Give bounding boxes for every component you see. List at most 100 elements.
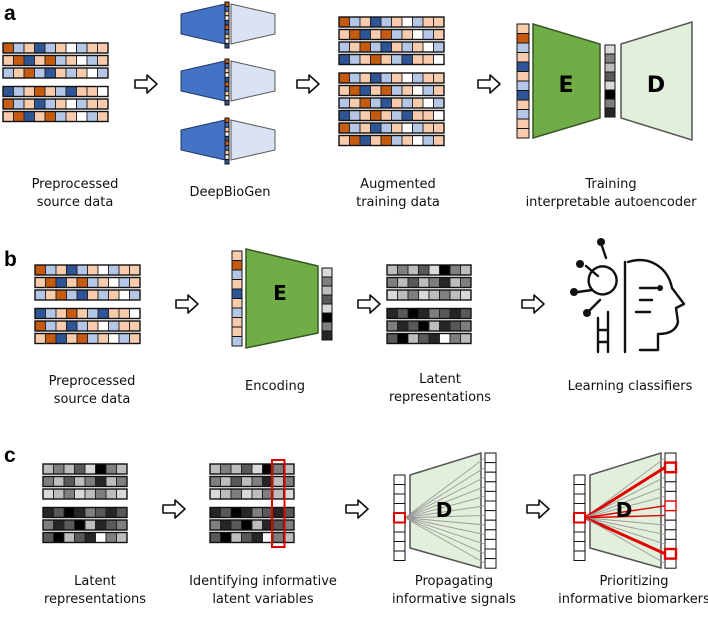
vector-cell	[321, 267, 333, 278]
vector-cell	[516, 80, 530, 91]
matrix-cell	[418, 308, 430, 319]
matrix-cell	[433, 41, 445, 53]
vector-cell	[224, 158, 230, 165]
matrix-cell	[386, 277, 398, 288]
vector-cell	[516, 52, 530, 63]
vector-cell	[604, 71, 616, 82]
vector-cell	[231, 336, 243, 347]
signal-line	[404, 514, 486, 519]
vector-cell	[224, 135, 230, 142]
matrix-cell	[380, 16, 392, 28]
source-data-matrix-a	[2, 42, 109, 123]
matrix-cell	[97, 264, 109, 276]
vector-cell	[393, 512, 406, 523]
matrix-row-frame	[209, 488, 295, 500]
generator-vector	[224, 1, 230, 49]
vector-cell	[664, 481, 677, 492]
matrix-row-frame	[209, 475, 295, 488]
matrix-row-frame	[34, 289, 141, 301]
vector-cell	[516, 23, 530, 34]
signal-line	[584, 517, 666, 536]
matrix-row-frame	[2, 85, 109, 98]
matrix-row-frame	[338, 97, 445, 109]
matrix-row-frame	[209, 531, 295, 544]
matrix-cell	[401, 135, 413, 146]
matrix-cell	[401, 97, 413, 109]
matrix-row-frame	[338, 109, 445, 122]
matrix-cell	[272, 532, 284, 543]
matrix-cell	[55, 264, 67, 276]
matrix-row-frame	[338, 84, 445, 97]
encoder-letter-b: E	[273, 281, 287, 305]
matrix-cell	[433, 54, 445, 65]
matrix-cell	[34, 264, 46, 276]
matrix-cell	[45, 308, 57, 319]
matrix-cell	[66, 320, 78, 332]
vector-cell	[393, 474, 406, 485]
matrix-cell	[34, 277, 46, 288]
matrix-cell	[241, 532, 253, 543]
matrix-cell	[66, 308, 78, 319]
matrix-row-frame	[42, 519, 128, 531]
vector-cell	[224, 63, 230, 69]
vector-cell	[484, 452, 497, 464]
matrix-cell	[13, 98, 25, 110]
matrix-cell	[380, 72, 392, 84]
vector-cell	[393, 503, 406, 514]
matrix-cell	[412, 29, 424, 40]
matrix-cell	[34, 320, 46, 332]
matrix-cell	[370, 135, 382, 146]
matrix-cell	[401, 85, 413, 96]
matrix-cell	[272, 463, 284, 475]
vector-cell	[224, 95, 230, 101]
matrix-cell	[449, 333, 461, 344]
matrix-row-frame	[34, 264, 141, 276]
vector-cell	[664, 500, 677, 512]
vector-cell	[393, 541, 406, 552]
matrix-cell	[66, 289, 78, 301]
vector-cell	[484, 471, 497, 483]
matrix-cell	[13, 111, 25, 122]
highlight-output-cell	[664, 500, 677, 512]
matrix-cell	[55, 289, 67, 301]
matrix-cell	[45, 289, 57, 301]
matrix-cell	[380, 54, 392, 65]
matrix-cell	[439, 320, 451, 332]
signal-line	[404, 517, 486, 536]
diagram-shapes	[2, 1, 693, 569]
matrix-cell	[129, 308, 141, 319]
matrix-cell	[129, 333, 141, 344]
matrix-cell	[105, 476, 117, 487]
matrix-cell	[42, 488, 54, 500]
icon-node	[657, 285, 663, 291]
arrow-icon	[345, 499, 369, 519]
matrix-cell	[44, 67, 56, 79]
matrix-row-frame	[386, 320, 472, 332]
matrix-cell	[460, 264, 472, 276]
matrix-cell	[349, 29, 361, 40]
vector-cell	[224, 10, 230, 17]
matrix-cell	[407, 264, 419, 276]
matrix-cell	[422, 122, 434, 134]
matrix-cell	[428, 308, 440, 319]
matrix-cell	[55, 67, 67, 79]
vector-cell	[664, 538, 677, 550]
matrix-cell	[449, 289, 461, 301]
matrix-cell	[338, 72, 350, 84]
vector-cell	[224, 33, 230, 40]
matrix-cell	[391, 72, 403, 84]
vector-cell	[393, 531, 406, 542]
matrix-cell	[407, 277, 419, 288]
panel-letter-b: b	[4, 248, 17, 271]
matrix-cell	[84, 476, 96, 487]
vector-cell	[224, 38, 230, 44]
matrix-cell	[45, 264, 57, 276]
matrix-cell	[397, 308, 409, 319]
matrix-cell	[108, 320, 120, 332]
matrix-row-frame	[2, 54, 109, 67]
vector-cell	[604, 107, 616, 118]
matrix-cell	[401, 16, 413, 28]
decoder-letter-a: D	[647, 73, 665, 98]
matrix-cell	[433, 97, 445, 109]
decoder-fan-c2	[573, 451, 678, 569]
